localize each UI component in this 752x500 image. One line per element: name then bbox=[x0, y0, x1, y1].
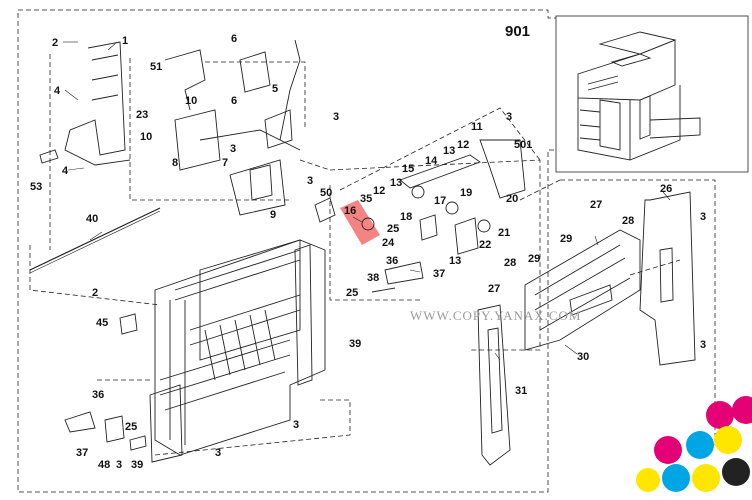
callout-label: 5 bbox=[272, 83, 278, 95]
callout-label: 48 bbox=[98, 459, 110, 471]
callout-label: 35 bbox=[360, 193, 372, 205]
watermark-text: WWW.COPY.YANAX.COM bbox=[410, 308, 582, 323]
callout-label: 22 bbox=[479, 239, 491, 251]
callout-label: 2 bbox=[52, 37, 58, 49]
callout-label: 27 bbox=[488, 283, 500, 295]
callout-label: 28 bbox=[504, 257, 516, 269]
callout-label: 19 bbox=[460, 187, 472, 199]
callout-label: 3 bbox=[333, 111, 339, 123]
outer-dashed-frame bbox=[17, 9, 561, 493]
callout-label: 40 bbox=[86, 213, 98, 225]
dashed-region-top bbox=[49, 54, 541, 351]
callout-label: 25 bbox=[346, 287, 358, 299]
callout-label: 3 bbox=[230, 143, 236, 155]
copier-thumbnail bbox=[555, 15, 749, 173]
callout-label: 7 bbox=[222, 157, 228, 169]
callout-label: 38 bbox=[367, 272, 379, 284]
main-frame-assembly bbox=[149, 239, 326, 463]
highlight-part-16 bbox=[340, 200, 380, 245]
callout-label: 29 bbox=[560, 233, 572, 245]
side-cover-part-26 bbox=[639, 191, 696, 366]
side-cover-part-31 bbox=[477, 304, 511, 466]
callout-label: 37 bbox=[76, 447, 88, 459]
callout-label: 11 bbox=[471, 121, 483, 133]
leader-lines bbox=[63, 41, 671, 361]
page-number: 901 bbox=[505, 23, 530, 40]
callout-label: 28 bbox=[622, 215, 634, 227]
sensor-wiring-cluster bbox=[164, 39, 301, 216]
callout-label: 16 bbox=[344, 205, 356, 217]
callout-label: 45 bbox=[96, 317, 108, 329]
callout-label: 4 bbox=[62, 165, 69, 177]
callout-label: 21 bbox=[498, 227, 510, 239]
bracket-assembly-left bbox=[39, 41, 131, 166]
callout-label: 51 bbox=[150, 61, 162, 73]
callout-label: 10 bbox=[140, 131, 152, 143]
callout-label: 13 bbox=[449, 255, 461, 267]
callout-label: 39 bbox=[131, 459, 143, 471]
callout-label: 27 bbox=[590, 199, 602, 211]
callout-label: 25 bbox=[125, 421, 137, 433]
callout-label: 31 bbox=[515, 385, 527, 397]
callout-label: 10 bbox=[185, 95, 197, 107]
callout-label: 6 bbox=[231, 33, 237, 45]
rod-part-40 bbox=[29, 207, 161, 274]
callout-label: 9 bbox=[270, 209, 276, 221]
callout-label: 3 bbox=[116, 459, 122, 471]
callout-label: 1 bbox=[122, 35, 128, 47]
callout-label: 20 bbox=[506, 193, 518, 205]
feed-unit-assembly bbox=[314, 139, 526, 293]
callout-label: 23 bbox=[136, 109, 148, 121]
callout-label: 30 bbox=[577, 351, 589, 363]
callout-label: 39 bbox=[349, 338, 361, 350]
part-16-roller bbox=[361, 217, 375, 231]
callout-label: 15 bbox=[402, 163, 414, 175]
callout-label: 3 bbox=[700, 339, 706, 351]
callout-label: 13 bbox=[443, 145, 455, 157]
callout-label: 14 bbox=[425, 155, 438, 167]
callout-label: 3 bbox=[307, 175, 313, 187]
callout-labels: 501 1 2 2 3 3 3 3 3 3 3 3 3 4 4 5 6 6 7 … bbox=[30, 33, 706, 471]
callout-label: 26 bbox=[660, 183, 672, 195]
callout-label: 25 bbox=[387, 223, 399, 235]
callout-label: 4 bbox=[54, 85, 61, 97]
callout-label: 12 bbox=[457, 139, 469, 151]
callout-label: 50 bbox=[320, 187, 332, 199]
callout-label: 2 bbox=[92, 287, 98, 299]
callout-label: 36 bbox=[92, 389, 104, 401]
callout-label: 12 bbox=[373, 185, 385, 197]
callout-label: 29 bbox=[528, 253, 540, 265]
callout-label: 17 bbox=[434, 195, 446, 207]
callout-label: 53 bbox=[30, 181, 42, 193]
cmyk-logo bbox=[636, 396, 752, 492]
callout-label: 36 bbox=[386, 255, 398, 267]
callout-label: 3 bbox=[700, 211, 706, 223]
callout-label: 3 bbox=[215, 447, 221, 459]
callout-label: 24 bbox=[382, 237, 395, 249]
dashed-region-501 bbox=[299, 107, 541, 301]
dashed-region-right bbox=[519, 179, 716, 445]
callout-label: 6 bbox=[231, 95, 237, 107]
callout-label: 13 bbox=[390, 177, 402, 189]
callout-label: 3 bbox=[506, 111, 512, 123]
callout-label: 3 bbox=[293, 419, 299, 431]
rear-cover-part-30 bbox=[524, 229, 641, 351]
callout-label: 37 bbox=[433, 268, 445, 280]
callout-label: 8 bbox=[172, 157, 178, 169]
callout-label: 18 bbox=[400, 211, 412, 223]
callout-label: 501 bbox=[514, 139, 532, 151]
dashed-region-bottom bbox=[29, 245, 351, 456]
small-parts-bottom-left bbox=[64, 313, 147, 451]
